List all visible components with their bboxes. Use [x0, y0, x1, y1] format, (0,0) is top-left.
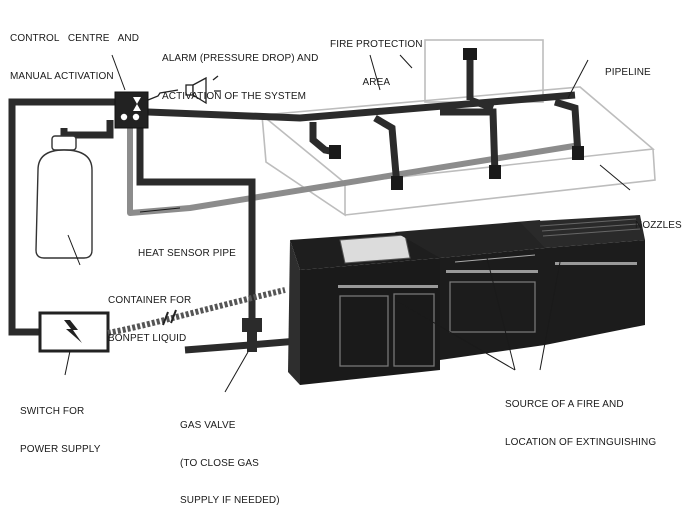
heat-sensor-pipe	[127, 128, 581, 216]
label-control-centre-line2: MANUAL ACTIVATION	[10, 70, 114, 82]
label-pipeline: PIPELINE	[605, 42, 651, 92]
label-control-centre: CONTROL CENTRE AND MANUAL ACTIVATION	[10, 8, 139, 96]
nozzles	[329, 48, 584, 190]
label-source-fire: SOURCE OF A FIRE AND LOCATION OF EXTINGU…	[505, 374, 656, 462]
control-centre-box	[114, 91, 149, 129]
label-control-centre-line1: CONTROL CENTRE AND	[10, 33, 140, 44]
kitchen-fire-suppression-diagram	[8, 39, 656, 393]
label-heat-sensor-text: HEAT SENSOR PIPE	[138, 248, 236, 259]
label-gas-valve-line3: SUPPLY IF NEEDED)	[180, 495, 280, 506]
pipeline-network	[8, 55, 582, 354]
label-gas-valve-line1: GAS VALVE	[180, 420, 236, 431]
label-container-line2: BONPET LIQUID	[108, 332, 187, 344]
label-alarm-line1: ALARM (PRESSURE DROP) AND	[162, 53, 319, 64]
label-alarm: ALARM (PRESSURE DROP) AND ACTIVATION OF …	[162, 28, 318, 116]
label-switch: SWITCH FOR POWER SUPPLY	[20, 381, 100, 469]
label-alarm-line2: ACTIVATION OF THE SYSTEM	[162, 90, 307, 102]
label-switch-line1: SWITCH FOR	[20, 406, 85, 417]
kitchen-appliances	[288, 215, 645, 385]
label-pipeline-text: PIPELINE	[605, 67, 651, 78]
bonpet-container	[35, 135, 93, 259]
label-nozzles-text: NOZZLES	[635, 220, 682, 231]
alarm-horn	[147, 75, 221, 105]
label-fire-protection-line2: AREA	[362, 76, 391, 88]
label-container: CONTAINER FOR BONPET LIQUID	[108, 270, 191, 358]
label-gas-valve-line2: (TO CLOSE GAS	[180, 457, 259, 469]
leader-lines	[64, 54, 631, 393]
diagram-stage: CONTROL CENTRE AND MANUAL ACTIVATION ALA…	[8, 8, 682, 506]
label-heat-sensor-pipe: HEAT SENSOR PIPE	[138, 223, 236, 273]
label-container-line1: CONTAINER FOR	[108, 295, 192, 306]
label-fire-protection-area: FIRE PROTECTION AREA	[330, 14, 423, 102]
label-nozzles: NOZZLES	[635, 195, 682, 245]
label-fire-protection-line1: FIRE PROTECTION	[330, 39, 423, 50]
label-gas-valve: GAS VALVE (TO CLOSE GAS SUPPLY IF NEEDED…	[180, 395, 280, 520]
power-cable	[107, 287, 286, 336]
gas-valve	[242, 318, 262, 352]
power-switch	[38, 311, 110, 353]
label-switch-line2: POWER SUPPLY	[20, 443, 101, 455]
label-source-fire-line1: SOURCE OF A FIRE AND	[505, 399, 624, 410]
label-source-fire-line2: LOCATION OF EXTINGUISHING	[505, 436, 657, 448]
